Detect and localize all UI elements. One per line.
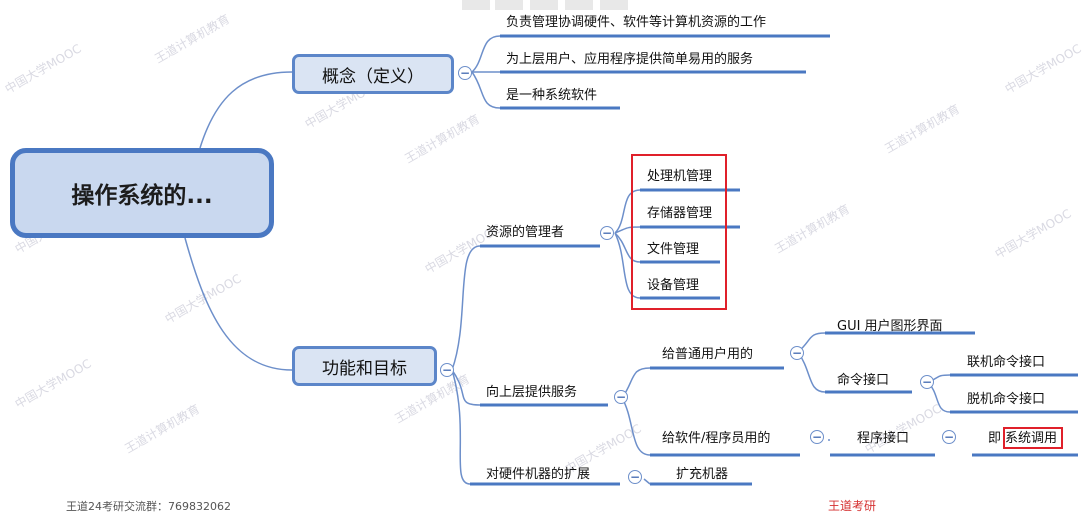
footer-left: 王道24考研交流群：769832062	[66, 500, 231, 513]
collapse-icon[interactable]: −	[440, 363, 454, 377]
hardware-expand[interactable]: 扩充机器	[676, 467, 729, 482]
concept-item-3[interactable]: 是一种系统软件	[506, 88, 598, 103]
branch-resource-manager[interactable]: 资源的管理者	[486, 225, 565, 240]
connector-concept-3	[471, 71, 501, 109]
root-node[interactable]: 操作系统的...	[10, 148, 274, 238]
toolbar-fragment	[565, 0, 593, 10]
toolbar-fragment	[600, 0, 628, 10]
collapse-icon[interactable]: −	[600, 226, 614, 240]
user-cmd[interactable]: 命令接口	[837, 373, 890, 388]
programmer-interface[interactable]: 程序接口	[857, 431, 910, 446]
service-programmer[interactable]: 给软件/程序员用的	[662, 431, 771, 446]
programmer-syscall[interactable]: 系统调用	[1005, 431, 1058, 446]
collapse-icon[interactable]: −	[810, 430, 824, 444]
connector-user-cmd	[797, 351, 826, 393]
branch-service[interactable]: 向上层提供服务	[486, 385, 578, 400]
cmd-offline[interactable]: 脱机命令接口	[967, 392, 1046, 407]
collapse-icon[interactable]: −	[628, 470, 642, 484]
highlight-box-syscall	[1003, 427, 1063, 449]
collapse-icon[interactable]: −	[942, 430, 956, 444]
connector-hardware-expand	[643, 478, 651, 485]
connector-root-concept	[199, 71, 293, 149]
collapse-icon[interactable]: −	[920, 375, 934, 389]
connector-resource-1	[614, 189, 641, 234]
connector-resource-4	[614, 232, 641, 299]
topic-function[interactable]: 功能和目标	[292, 346, 437, 386]
connector-service-programmer	[621, 397, 651, 456]
programmer-syscall-prefix[interactable]: 即	[988, 431, 1002, 446]
connector-function-hardware	[451, 369, 471, 485]
service-user[interactable]: 给普通用户用的	[662, 347, 754, 362]
topic-concept[interactable]: 概念（定义）	[292, 54, 454, 94]
connector-function-service	[451, 369, 481, 406]
resource-item-file[interactable]: 文件管理	[647, 242, 700, 257]
connector-resource-2	[614, 226, 641, 234]
highlight-box-resource	[631, 154, 727, 310]
connector-root-function	[184, 237, 293, 371]
collapse-icon[interactable]: −	[458, 66, 472, 80]
toolbar-fragment	[462, 0, 490, 10]
resource-item-memory[interactable]: 存储器管理	[647, 206, 713, 221]
resource-item-device[interactable]: 设备管理	[647, 278, 700, 293]
connector-function-resource	[451, 245, 481, 371]
concept-item-1[interactable]: 负责管理协调硬件、软件等计算机资源的工作	[506, 15, 767, 30]
branch-hardware[interactable]: 对硬件机器的扩展	[486, 467, 591, 482]
toolbar-fragment	[495, 0, 523, 10]
connector-concept-1	[471, 35, 501, 73]
concept-item-2[interactable]: 为上层用户、应用程序提供简单易用的服务	[506, 52, 754, 67]
resource-item-processor[interactable]: 处理机管理	[647, 169, 713, 184]
toolbar-fragment	[530, 0, 558, 10]
collapse-icon[interactable]: −	[790, 346, 804, 360]
cmd-online[interactable]: 联机命令接口	[967, 355, 1046, 370]
collapse-icon[interactable]: −	[614, 390, 628, 404]
connector-resource-3	[614, 232, 641, 263]
user-gui[interactable]: GUI 用户图形界面	[837, 319, 943, 334]
